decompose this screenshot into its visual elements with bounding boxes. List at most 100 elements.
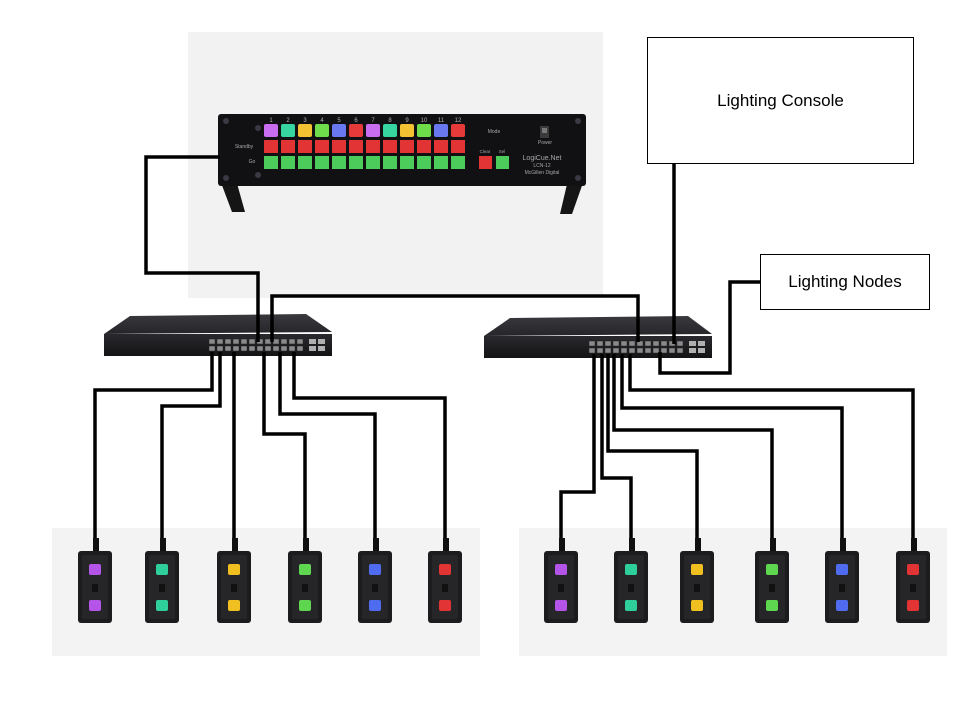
ethernet-port: [668, 347, 676, 354]
ethernet-port: [248, 345, 256, 352]
station-slot: [372, 584, 378, 592]
station-bottom-button: [439, 600, 451, 611]
left-stations-photo-background: [52, 528, 480, 656]
mode-label: Mode: [488, 129, 501, 135]
station-cable-connector: [840, 538, 846, 552]
station-cable-connector: [911, 538, 917, 552]
station-slot: [442, 584, 448, 592]
channel-color-button: [417, 124, 431, 137]
cue-station: [680, 538, 714, 623]
cue-station: [825, 538, 859, 623]
left-station-cable-6: [292, 352, 447, 540]
station-bottom-button: [299, 600, 311, 611]
channel-number: 6: [354, 118, 358, 124]
station-cable-connector: [443, 538, 449, 552]
channel-number: 8: [388, 118, 392, 124]
ethernet-port: [644, 347, 652, 354]
lighting-nodes-box: Lighting Nodes: [760, 254, 930, 310]
screw: [575, 175, 581, 181]
ethernet-port: [208, 338, 216, 345]
ethernet-port: [628, 340, 636, 347]
ethernet-port: [208, 345, 216, 352]
brand-label: LogiCue.Net: [523, 155, 562, 162]
channel-color-button: [315, 124, 329, 137]
station-top-button: [89, 564, 101, 575]
ethernet-port: [248, 338, 256, 345]
ethernet-port: [216, 338, 224, 345]
station-slot: [231, 584, 237, 592]
controller-text: Standby Go Mode Clear Sel Power LogiCue.…: [235, 129, 562, 176]
right-station-cable-2: [600, 354, 633, 540]
station-slot: [302, 584, 308, 592]
standby-button: [383, 140, 397, 153]
station-slot: [694, 584, 700, 592]
controller-left-foot: [220, 180, 245, 212]
uplink-port: [689, 348, 696, 353]
clear-button: [479, 156, 492, 169]
right-station-cable-1: [559, 354, 596, 540]
cue-station: [145, 538, 179, 623]
controller-to-left-switch-cable: [144, 155, 260, 342]
cue-station: [896, 538, 930, 623]
ethernet-port: [676, 347, 684, 354]
left-switch-top: [104, 314, 332, 334]
go-button: [383, 156, 397, 169]
channel-number: 2: [286, 118, 290, 124]
model-label: LCN-12: [533, 163, 550, 169]
channel-color-button: [298, 124, 312, 137]
uplink-port: [698, 348, 705, 353]
station-top-button: [555, 564, 567, 575]
station-bottom-button: [555, 600, 567, 611]
go-button: [451, 156, 465, 169]
ethernet-port: [612, 347, 620, 354]
channel-number: 7: [371, 118, 375, 124]
station-top-button: [625, 564, 637, 575]
left-station-cable-1: [93, 352, 214, 540]
channel-color-button: [434, 124, 448, 137]
ethernet-port: [652, 347, 660, 354]
channel-color-button: [349, 124, 363, 137]
ethernet-port: [280, 338, 288, 345]
left-station-cable-4: [262, 352, 307, 540]
lighting-console-box: Lighting Console: [647, 37, 914, 164]
left-network-switch: [104, 314, 332, 356]
cue-station: [358, 538, 392, 623]
station-top-button: [369, 564, 381, 575]
right-station-cable-3: [606, 354, 699, 540]
station-cable-connector: [93, 538, 99, 552]
lighting-console-label: Lighting Console: [717, 90, 844, 110]
standby-button: [400, 140, 414, 153]
standby-button: [315, 140, 329, 153]
station-bottom-button: [156, 600, 168, 611]
go-button: [366, 156, 380, 169]
right-station-cable-5: [620, 354, 844, 540]
ethernet-port: [660, 340, 668, 347]
cue-station: [544, 538, 578, 623]
left-station-cable-2: [160, 352, 222, 540]
station-top-button: [836, 564, 848, 575]
right-station-cable-4: [612, 354, 774, 540]
station-bottom-button: [625, 600, 637, 611]
channel-number: 4: [320, 118, 324, 124]
ethernet-port: [264, 345, 272, 352]
ethernet-port: [272, 338, 280, 345]
go-button: [417, 156, 431, 169]
ethernet-port: [676, 340, 684, 347]
cue-station: [428, 538, 462, 623]
cue-station: [78, 538, 112, 623]
ethernet-port: [264, 338, 272, 345]
screw: [223, 118, 229, 124]
sel-button: [496, 156, 509, 169]
station-cable-connector: [373, 538, 379, 552]
station-cable-connector: [695, 538, 701, 552]
ethernet-port: [596, 340, 604, 347]
station-slot: [839, 584, 845, 592]
go-button: [400, 156, 414, 169]
channel-number: 10: [421, 118, 428, 124]
standby-button: [349, 140, 363, 153]
station-slot: [159, 584, 165, 592]
lighting-nodes-label: Lighting Nodes: [788, 272, 902, 291]
go-button: [434, 156, 448, 169]
station-top-button: [691, 564, 703, 575]
